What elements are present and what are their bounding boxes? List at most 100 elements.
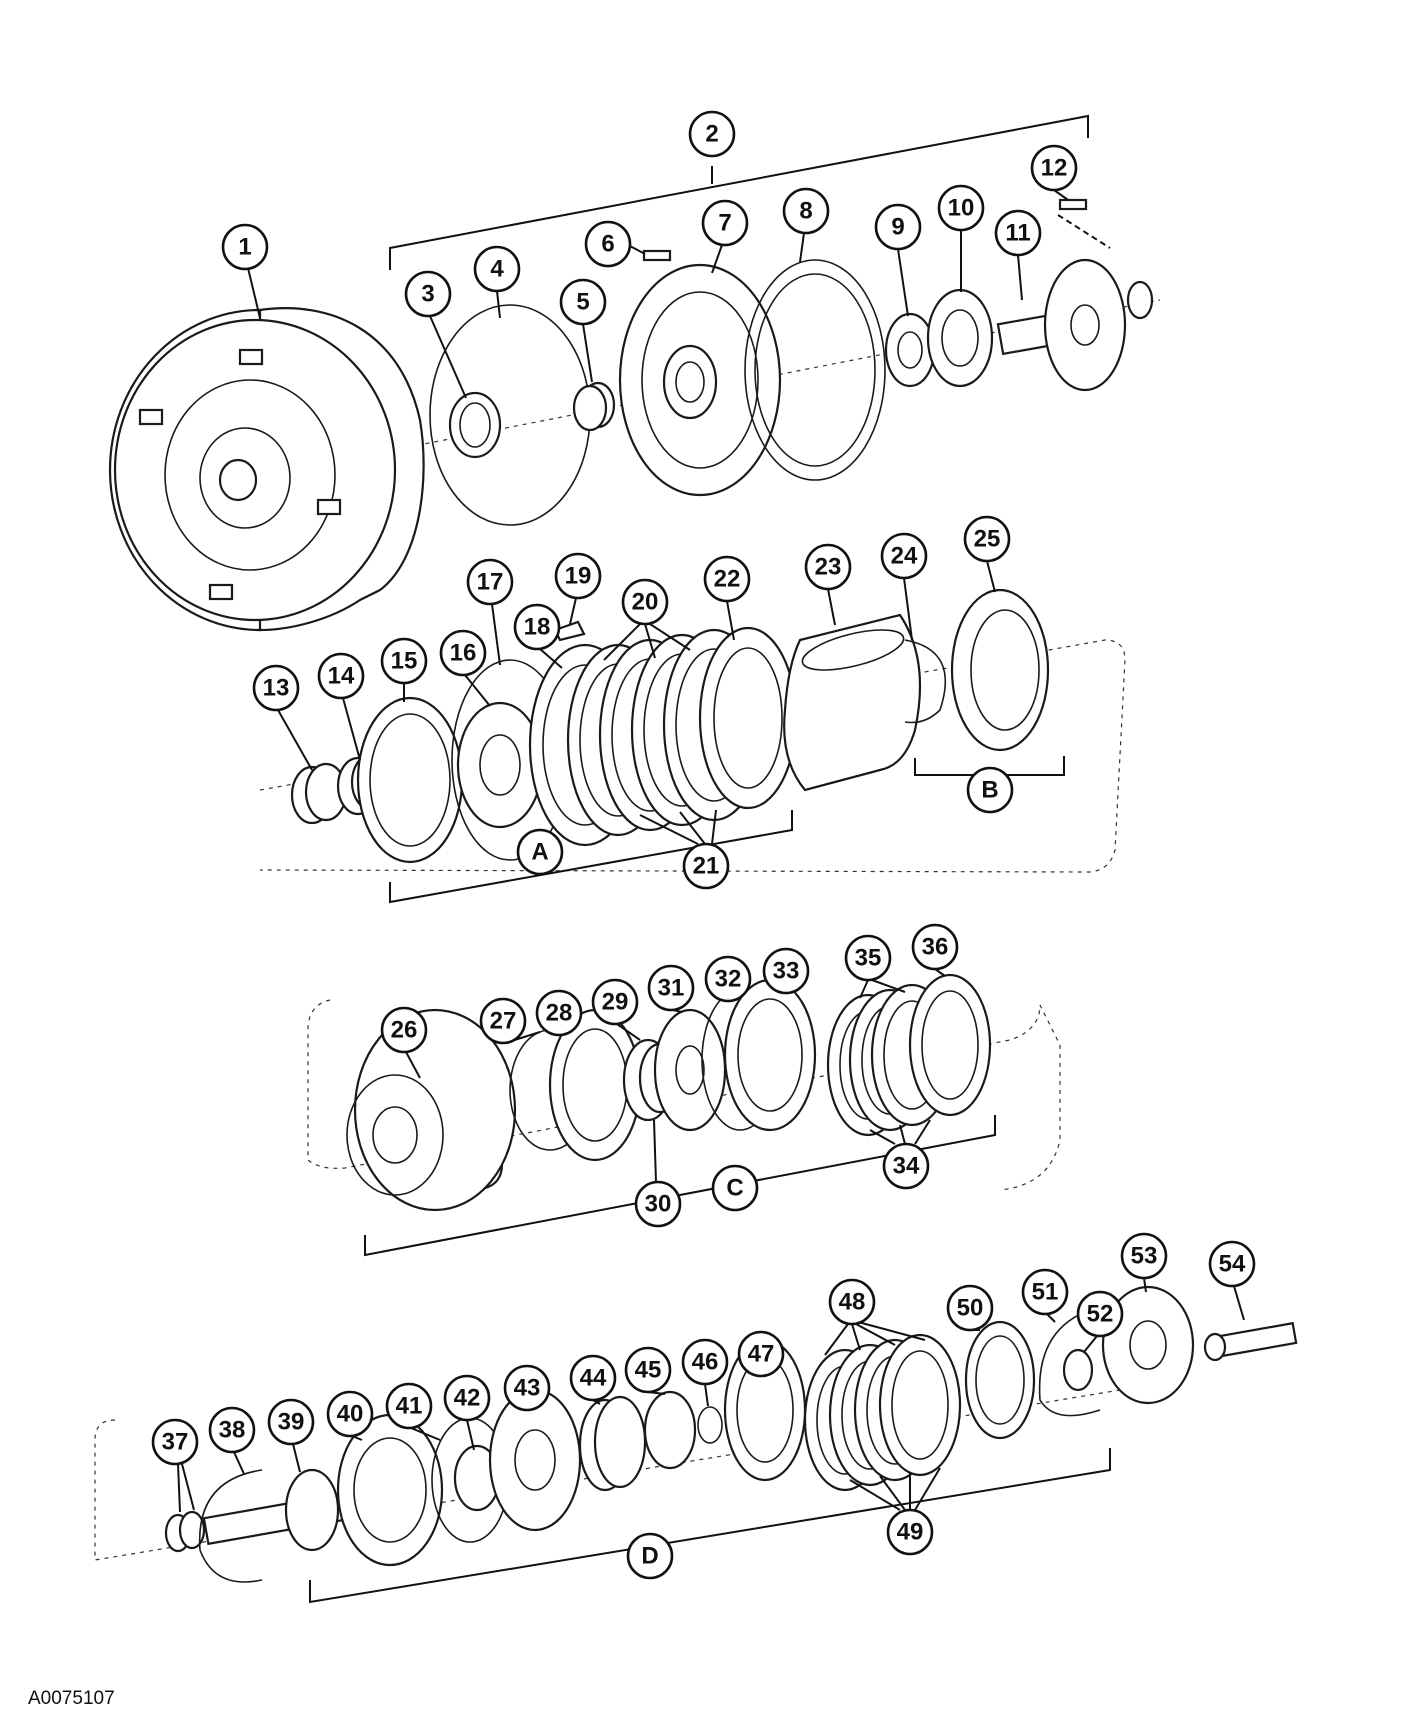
svg-text:7: 7: [718, 210, 731, 237]
callout-48: 48: [824, 1278, 926, 1356]
svg-text:35: 35: [855, 945, 882, 972]
svg-text:12: 12: [1041, 155, 1068, 182]
svg-text:17: 17: [477, 569, 504, 596]
callout-22: 22: [703, 555, 751, 641]
callout-44: 44: [569, 1354, 617, 1405]
callout-38: 38: [208, 1406, 256, 1475]
callout-39: 39: [267, 1398, 315, 1473]
callout-54: 54: [1208, 1240, 1256, 1321]
svg-text:14: 14: [328, 663, 355, 690]
callout-D: D: [626, 1532, 674, 1580]
svg-text:52: 52: [1087, 1301, 1114, 1328]
callout-36: 36: [911, 923, 959, 977]
svg-text:1: 1: [238, 234, 251, 261]
svg-text:18: 18: [524, 614, 551, 641]
svg-text:29: 29: [602, 989, 629, 1016]
callout-16: 16: [439, 629, 491, 707]
callout-52: 52: [1076, 1290, 1124, 1353]
svg-text:5: 5: [576, 289, 589, 316]
clutch-group-c: [307, 973, 1061, 1257]
callout-46: 46: [681, 1338, 729, 1407]
callout-7: 7: [701, 199, 749, 274]
callout-31: 31: [647, 964, 695, 1013]
svg-text:39: 39: [278, 1409, 305, 1436]
callout-3: 3: [404, 270, 467, 399]
svg-text:22: 22: [714, 566, 741, 593]
callout-29: 29: [591, 978, 641, 1041]
svg-text:31: 31: [658, 975, 685, 1002]
svg-text:15: 15: [391, 648, 418, 675]
callout-A: A: [516, 828, 564, 876]
callout-13: 13: [252, 664, 313, 771]
callout-30: 30: [634, 1119, 682, 1228]
callout-12: 12: [1030, 144, 1078, 201]
callout-24: 24: [880, 532, 928, 641]
svg-text:24: 24: [891, 543, 918, 570]
callout-41: 41: [385, 1382, 441, 1441]
callout-8: 8: [782, 187, 830, 263]
callout-17: 17: [466, 558, 514, 666]
callout-11: 11: [994, 209, 1042, 301]
svg-text:42: 42: [454, 1385, 481, 1412]
svg-text:A: A: [531, 839, 548, 866]
svg-text:3: 3: [421, 281, 434, 308]
svg-text:33: 33: [773, 958, 800, 985]
svg-text:45: 45: [635, 1357, 662, 1384]
svg-text:38: 38: [219, 1417, 246, 1444]
callout-6: 6: [584, 220, 646, 268]
svg-text:D: D: [641, 1543, 658, 1570]
callout-20: 20: [603, 578, 691, 661]
svg-text:26: 26: [391, 1017, 418, 1044]
callout-42: 42: [443, 1374, 491, 1451]
svg-text:13: 13: [263, 675, 290, 702]
callout-40: 40: [326, 1390, 374, 1441]
callout-15: 15: [380, 637, 428, 702]
callout-50: 50: [946, 1284, 994, 1332]
callout-37: 37: [151, 1418, 199, 1513]
svg-text:34: 34: [893, 1153, 920, 1180]
svg-text:9: 9: [891, 214, 904, 241]
svg-text:44: 44: [580, 1365, 607, 1392]
callout-2: 2: [688, 110, 736, 158]
svg-text:36: 36: [922, 934, 949, 961]
callout-53: 53: [1120, 1232, 1168, 1293]
callout-21: 21: [639, 809, 730, 890]
callout-51: 51: [1021, 1268, 1069, 1323]
svg-text:41: 41: [396, 1393, 423, 1420]
svg-text:37: 37: [162, 1429, 189, 1456]
svg-text:10: 10: [948, 195, 975, 222]
svg-text:48: 48: [839, 1289, 866, 1316]
callout-28: 28: [535, 989, 583, 1037]
callout-47: 47: [737, 1330, 785, 1378]
svg-text:23: 23: [815, 554, 842, 581]
callout-19: 19: [554, 552, 602, 625]
svg-text:40: 40: [337, 1401, 364, 1428]
svg-text:21: 21: [693, 853, 720, 880]
callout-45: 45: [624, 1346, 672, 1395]
svg-text:25: 25: [974, 526, 1001, 553]
callout-C: C: [711, 1164, 759, 1212]
svg-text:51: 51: [1032, 1279, 1059, 1306]
svg-text:53: 53: [1131, 1243, 1158, 1270]
clutch-group-a-b: [259, 588, 1126, 904]
svg-text:20: 20: [632, 589, 659, 616]
callout-49: 49: [849, 1467, 941, 1556]
callout-25: 25: [963, 515, 1011, 593]
callout-32: 32: [704, 955, 752, 1003]
svg-text:8: 8: [799, 198, 812, 225]
svg-text:30: 30: [645, 1191, 672, 1218]
svg-text:47: 47: [748, 1341, 775, 1368]
svg-text:54: 54: [1219, 1251, 1246, 1278]
svg-text:C: C: [726, 1175, 743, 1202]
torque-converter-group: [108, 114, 1161, 632]
svg-text:46: 46: [692, 1349, 719, 1376]
callout-35: 35: [844, 934, 906, 999]
callout-43: 43: [503, 1364, 551, 1412]
svg-text:6: 6: [601, 231, 614, 258]
callout-4: 4: [473, 245, 521, 319]
svg-text:19: 19: [565, 563, 592, 590]
callout-10: 10: [937, 184, 985, 292]
callout-18: 18: [513, 603, 563, 669]
callout-27: 27: [479, 997, 541, 1045]
svg-text:32: 32: [715, 966, 742, 993]
